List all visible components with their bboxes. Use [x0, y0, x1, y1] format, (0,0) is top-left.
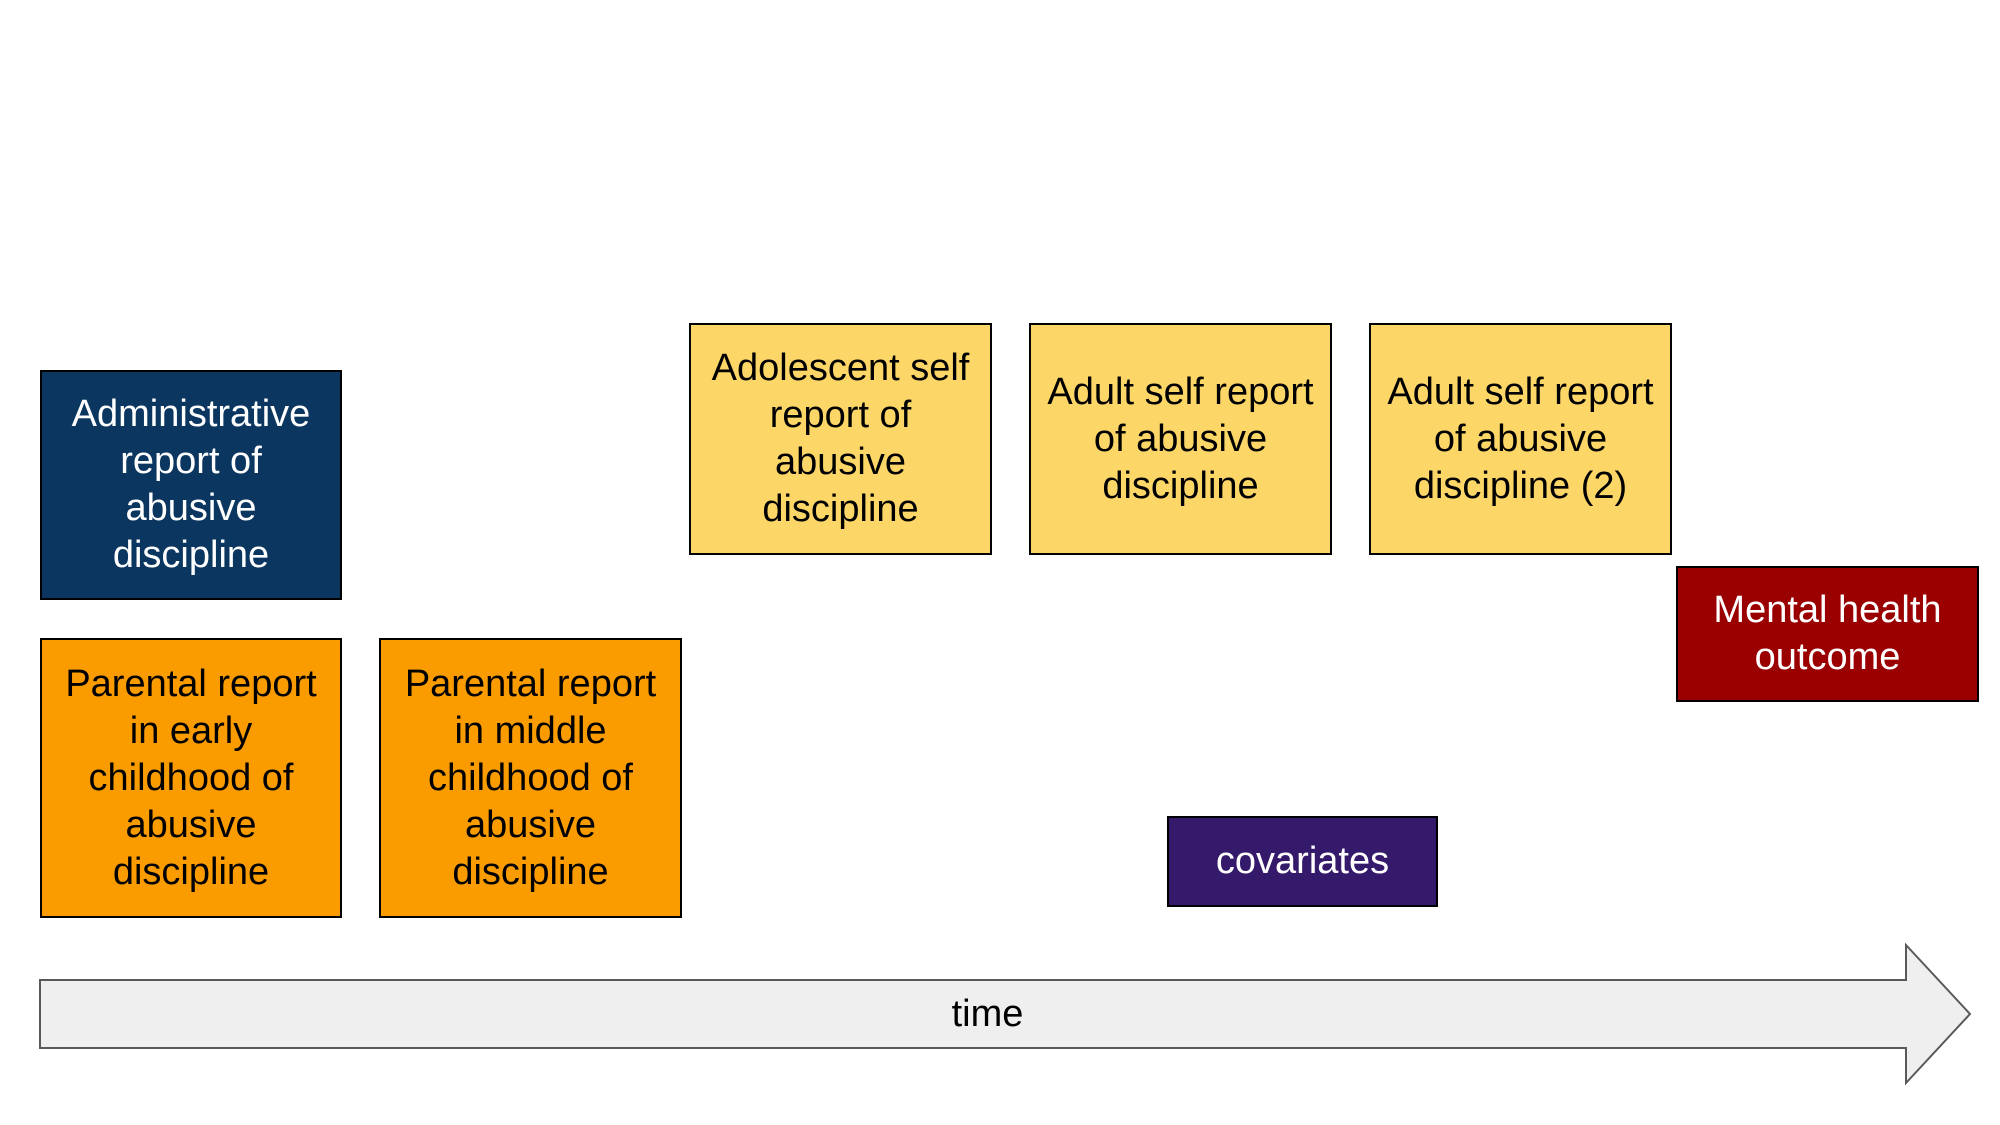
box-covariates: covariates — [1167, 816, 1438, 907]
box-label: Adult self report of abusive discipline … — [1387, 370, 1654, 507]
box-parental-report-early-childhood: Parental report in early childhood of ab… — [40, 638, 342, 918]
box-adult-self-report-2: Adult self report of abusive discipline … — [1369, 323, 1672, 555]
box-adolescent-self-report: Adolescent self report of abusive discip… — [689, 323, 992, 555]
time-label: time — [951, 992, 1024, 1035]
time-arrow-shape — [39, 942, 1972, 1086]
box-label: Adolescent self report of abusive discip… — [711, 347, 970, 530]
box-mental-health-outcome: Mental health outcome — [1676, 566, 1979, 702]
box-label: Mental health outcome — [1713, 589, 1942, 678]
box-administrative-report: Administrative report of abusive discipl… — [40, 370, 342, 600]
box-label: Parental report in early childhood of ab… — [65, 662, 317, 893]
box-label: Administrative report of abusive discipl… — [71, 393, 311, 576]
box-label: Adult self report of abusive discipline — [1047, 370, 1314, 507]
box-parental-report-middle-childhood: Parental report in middle childhood of a… — [379, 638, 682, 918]
box-label: Parental report in middle childhood of a… — [404, 662, 657, 893]
box-label: covariates — [1215, 840, 1390, 882]
box-adult-self-report: Adult self report of abusive discipline — [1029, 323, 1332, 555]
